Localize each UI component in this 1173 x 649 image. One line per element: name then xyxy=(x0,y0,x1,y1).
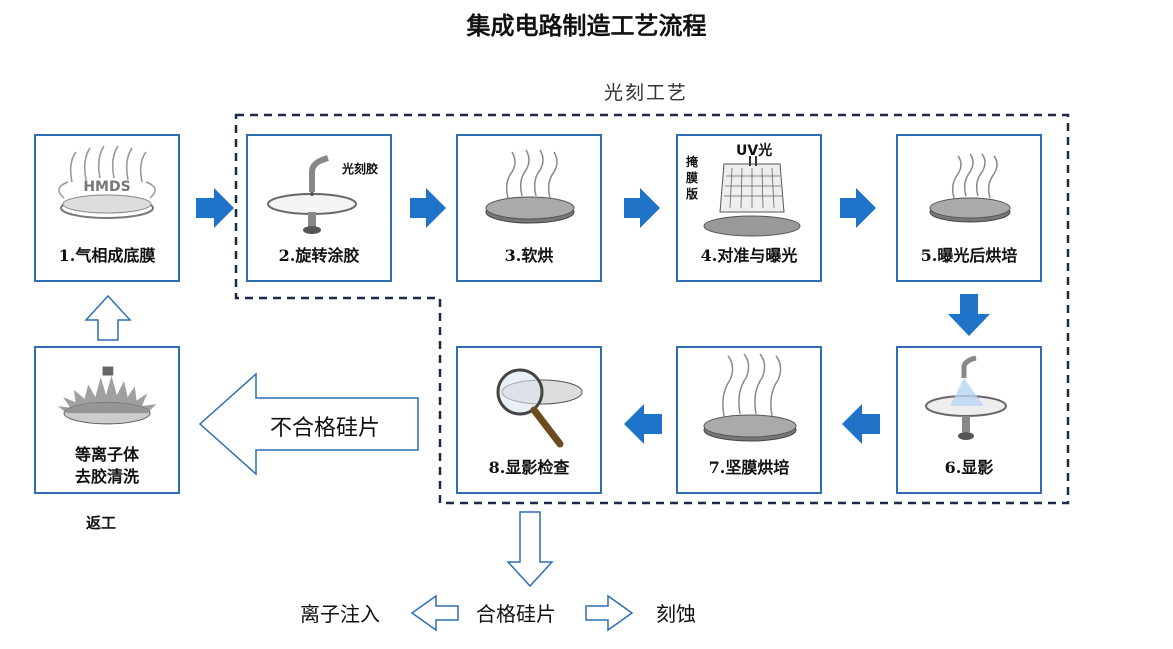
flow-arrow-4-5 xyxy=(840,188,876,228)
etch-label: 刻蚀 xyxy=(656,602,696,626)
flow-arrow-1-2 xyxy=(196,188,234,228)
step-1-box: HMDS 1.气相成底膜 xyxy=(34,134,180,282)
photoresist-annotation: 光刻胶 xyxy=(342,162,379,176)
step-1-label: 1.气相成底膜 xyxy=(58,246,156,265)
flow-arrow-5-6 xyxy=(948,294,990,336)
step-7-label: 7.坚膜烘培 xyxy=(708,458,790,477)
rework-box: 等离子体 去胶清洗 xyxy=(34,346,180,494)
reject-arrow xyxy=(198,372,419,476)
hmds-vapor-wafer-icon: HMDS xyxy=(58,145,156,219)
reject-label: 不合格硅片 xyxy=(270,416,381,441)
ion-implant-label: 离子注入 xyxy=(300,602,380,626)
step-6-box: 6.显影 xyxy=(896,346,1042,494)
step-5-box: 5.曝光后烘培 xyxy=(896,134,1042,282)
flow-arrow-6-7 xyxy=(842,404,880,444)
uv-light-annotation: UV光 xyxy=(736,143,773,159)
spin-coater-icon xyxy=(267,155,357,234)
step-3-label: 3.软烘 xyxy=(504,246,554,265)
plasma-strip-icon xyxy=(57,366,157,425)
step-3-box: 3.软烘 xyxy=(456,134,602,282)
mask-annotation: 掩膜版 xyxy=(686,155,699,201)
flow-arrow-7-8 xyxy=(624,404,662,444)
step-5-label: 5.曝光后烘培 xyxy=(920,246,1018,265)
step-8-box: 8.显影检查 xyxy=(456,346,602,494)
pass-label: 合格硅片 xyxy=(476,602,556,626)
hard-bake-wafer-icon xyxy=(703,354,797,442)
rework-line-1: 等离子体 xyxy=(74,445,139,464)
step-6-label: 6.显影 xyxy=(944,458,994,477)
rework-line-2: 去胶清洗 xyxy=(74,467,139,486)
rework-up-arrow xyxy=(84,294,132,341)
rework-box-label: 等离子体 去胶清洗 xyxy=(36,444,178,488)
magnifier-inspection-icon xyxy=(496,368,583,448)
step-8-label: 8.显影检查 xyxy=(488,458,570,477)
soft-bake-wafer-icon xyxy=(485,149,575,224)
step-2-label: 2.旋转涂胶 xyxy=(278,246,360,265)
lithography-region-label: 光刻工艺 xyxy=(604,82,689,104)
lithography-region-boundary xyxy=(234,113,1070,505)
hmds-text: HMDS xyxy=(83,179,130,195)
step-4-box: UV光 掩膜版 4.对准与曝光 xyxy=(676,134,822,282)
post-exposure-bake-icon xyxy=(929,153,1011,223)
pass-down-arrow xyxy=(506,511,554,588)
flow-arrow-3-4 xyxy=(624,188,660,228)
page-title: 集成电路制造工艺流程 xyxy=(466,12,707,40)
step-2-box: 光刻胶 2.旋转涂胶 xyxy=(246,134,392,282)
to-ion-implant-arrow xyxy=(410,594,459,632)
flow-arrow-2-3 xyxy=(410,188,446,228)
to-etch-arrow xyxy=(585,594,634,632)
step-4-label: 4.对准与曝光 xyxy=(700,246,798,265)
develop-spray-icon xyxy=(925,355,1007,440)
mask-exposure-icon xyxy=(703,156,801,237)
rework-label: 返工 xyxy=(86,514,117,532)
step-7-box: 7.坚膜烘培 xyxy=(676,346,822,494)
